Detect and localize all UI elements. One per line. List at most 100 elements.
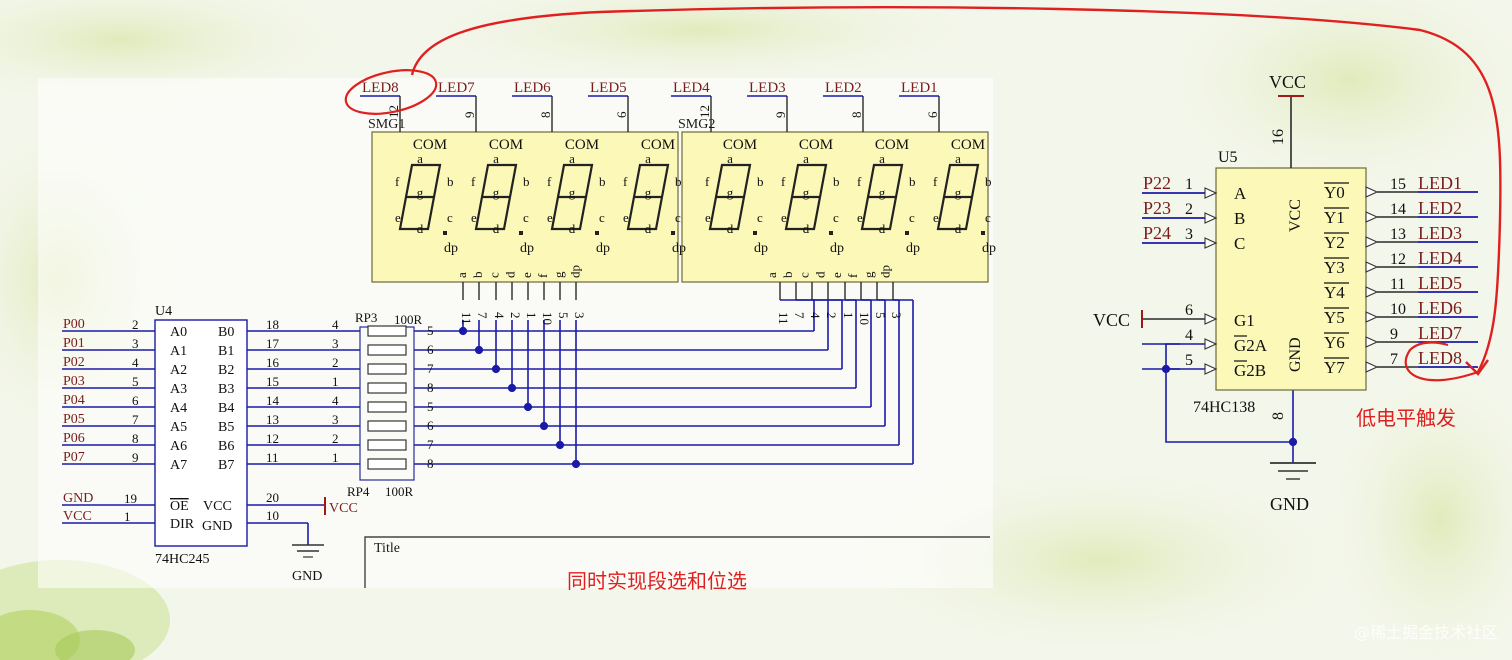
dp-label: dp	[982, 241, 996, 256]
segment-letter-a: a	[803, 151, 809, 166]
u4-pin-number: 11	[266, 450, 279, 465]
segment-pin-number: 2	[824, 312, 839, 319]
u5-output-pin-label: Y1	[1324, 208, 1345, 227]
u4-input-net-label: P06	[63, 431, 85, 446]
decimal-point	[753, 231, 757, 235]
u5-input-pin-label: C	[1234, 234, 1245, 253]
u4-b-pin-label: B0	[218, 325, 234, 340]
bottom-pin-letter: b	[470, 272, 485, 279]
u5-gnd-net-label: GND	[1270, 494, 1309, 514]
rp-pin-number: 2	[332, 431, 339, 446]
segment-letter-f: f	[781, 174, 786, 189]
rp-pin-number: 3	[332, 336, 339, 351]
junction-dot	[523, 402, 533, 412]
u4-control-pin-label: OE	[170, 499, 189, 514]
u4-pin-number: 5	[132, 374, 139, 389]
segment-letter-g: g	[879, 185, 886, 200]
u5-pin-number: 9	[1390, 326, 1398, 343]
resistor-element	[367, 363, 407, 375]
bottom-pin-letter: d	[813, 271, 828, 278]
resistor-element	[367, 344, 407, 356]
u4-a-pin-label: A4	[170, 401, 187, 416]
u5-part-label: 74HC138	[1193, 399, 1255, 416]
segment-pin-number: 3	[572, 312, 587, 319]
segment-letter-c: c	[675, 210, 681, 225]
segment-letter-g: g	[569, 185, 576, 200]
segment-letter-d: d	[727, 221, 734, 236]
seven-segment-module	[371, 131, 679, 283]
segment-letter-d: d	[955, 221, 962, 236]
com-label: COM	[489, 137, 523, 153]
led8-highlight-circle	[344, 69, 438, 115]
u4-pin-number: 20	[266, 490, 279, 505]
dp-label: dp	[754, 241, 768, 256]
segment-letter-a: a	[727, 151, 733, 166]
segment-letter-b: b	[985, 174, 992, 189]
junction-dot	[491, 364, 501, 374]
u4-input-net-label: P01	[63, 336, 85, 351]
com-label: COM	[799, 137, 833, 153]
u4-b-pin-label: B2	[218, 363, 234, 378]
segment-letter-a: a	[879, 151, 885, 166]
segment-pin-number: 5	[556, 312, 571, 319]
u4-a-pin-label: A0	[170, 325, 187, 340]
segment-letter-e: e	[857, 210, 863, 225]
output-arrow-marker	[1365, 261, 1379, 273]
input-arrow-marker	[1204, 212, 1218, 224]
com-pin-number: 6	[614, 111, 629, 118]
u4-gnd-net-label: GND	[292, 569, 322, 584]
u5-output-net-label: LED7	[1418, 323, 1462, 343]
u5-pin-number: 14	[1390, 201, 1406, 218]
u4-a-pin-label: A5	[170, 420, 187, 435]
title-block-frame	[364, 536, 990, 588]
segment-pin-number: 11	[776, 312, 791, 325]
rp4-ref-label: RP4	[347, 484, 370, 499]
com-pin-number: 9	[462, 112, 477, 119]
u4-pin-number: 4	[132, 355, 139, 370]
u5-pin-number: 11	[1390, 276, 1405, 293]
u5-output-pin-label: Y4	[1324, 283, 1345, 302]
bottom-pin-letter: e	[519, 272, 534, 278]
decimal-point	[595, 231, 599, 235]
u5-output-net-label: LED4	[1418, 248, 1462, 268]
decimal-point	[443, 231, 447, 235]
u4-ref-label: U4	[155, 304, 172, 319]
u4-pin-number: 3	[132, 336, 139, 351]
com-label: COM	[951, 137, 985, 153]
segment-pin-number: 1	[841, 312, 856, 319]
rp-pin-number: 6	[427, 418, 434, 433]
segment-letter-d: d	[803, 221, 810, 236]
com-pin-number: 9	[773, 112, 788, 119]
segment-letter-b: b	[833, 174, 840, 189]
segment-letter-e: e	[933, 210, 939, 225]
input-arrow-marker	[1204, 237, 1218, 249]
u4-pin-number: 13	[266, 412, 279, 427]
segment-pin-number: 10	[857, 312, 872, 325]
output-arrow-marker	[1365, 311, 1379, 323]
com-label: COM	[641, 137, 675, 153]
digit-outline	[860, 163, 904, 231]
u4-a-pin-label: A6	[170, 439, 187, 454]
output-arrow-marker	[1365, 336, 1379, 348]
dp-label: dp	[672, 241, 686, 256]
u5-pin-number: 8	[1270, 412, 1287, 420]
u4-input-net-label: P04	[63, 393, 85, 408]
seven-segment-module	[681, 131, 989, 283]
segment-letter-d: d	[417, 221, 424, 236]
rp-pin-number: 6	[427, 342, 434, 357]
segment-letter-e: e	[781, 210, 787, 225]
u4-pin-number: 19	[124, 491, 137, 506]
rp-pin-number: 8	[427, 456, 434, 471]
rp-pin-number: 4	[332, 393, 339, 408]
resistor-element	[367, 401, 407, 413]
junction-dot	[571, 459, 581, 469]
u4-pin-number: 14	[266, 393, 280, 408]
u4-b-pin-label: B1	[218, 344, 234, 359]
bottom-pin-letter: g	[551, 271, 566, 278]
resistor-element	[367, 439, 407, 451]
u4-b-pin-label: B5	[218, 420, 234, 435]
watermark-text: @稀土掘金技术社区	[1354, 623, 1498, 642]
dp-label: dp	[520, 241, 534, 256]
decimal-point	[829, 231, 833, 235]
